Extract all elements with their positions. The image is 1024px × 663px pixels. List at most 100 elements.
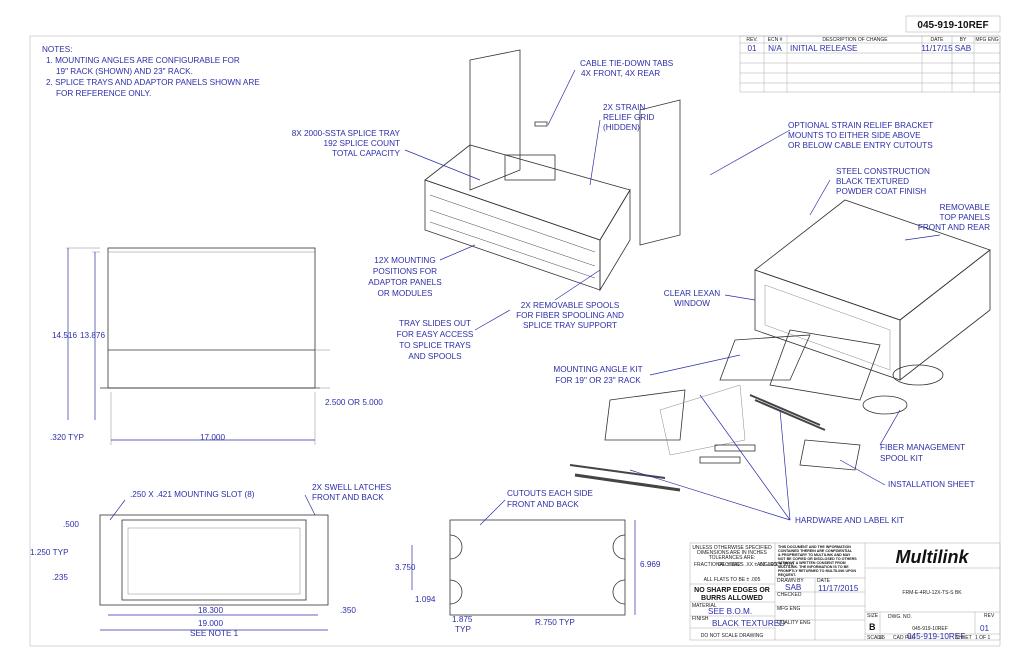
svg-text:REQUEST.: REQUEST. [778, 573, 796, 577]
svg-text:DATE: DATE [931, 37, 945, 43]
svg-text:ADAPTOR PANELS: ADAPTOR PANELS [368, 278, 442, 287]
svg-text:1. MOUNTING ANGLES ARE CONFIGU: 1. MOUNTING ANGLES ARE CONFIGURABLE FOR [46, 56, 240, 65]
callout-spools: 2X REMOVABLE SPOOLS [521, 301, 620, 310]
svg-text:NOT BE COPIED OR DISCLOSED TO: NOT BE COPIED OR DISCLOSED TO OTHERS [778, 557, 857, 561]
callout-angle-kit: MOUNTING ANGLE KIT [553, 365, 642, 374]
svg-text:TO SPLICE TRAYS: TO SPLICE TRAYS [399, 341, 471, 350]
svg-text:UNLESS OTHERWISE SPECIFIED: UNLESS OTHERWISE SPECIFIED [692, 545, 772, 551]
svg-text:WITHOUT A WRITTEN CONSENT FROM: WITHOUT A WRITTEN CONSENT FROM [778, 561, 846, 565]
callout-optional-bracket: OPTIONAL STRAIN RELIEF BRACKET [788, 121, 933, 130]
svg-text:SPOOL KIT: SPOOL KIT [880, 454, 923, 463]
svg-text:POWDER COAT FINISH: POWDER COAT FINISH [836, 187, 926, 196]
svg-text:1.094: 1.094 [415, 595, 436, 604]
callout-cable-tie: CABLE TIE-DOWN TABS [580, 59, 674, 68]
side-view [411, 519, 636, 616]
svg-text:SEE B.O.M.: SEE B.O.M. [708, 607, 752, 616]
svg-text:MFG ENG: MFG ENG [777, 606, 800, 612]
svg-text:FRONT AND REAR: FRONT AND REAR [918, 223, 990, 232]
svg-text:TOP PANELS: TOP PANELS [939, 213, 990, 222]
svg-text:18.300: 18.300 [198, 606, 223, 615]
sheet-border [29, 35, 1001, 647]
callout-cutouts: CUTOUTS EACH SIDE [507, 489, 593, 498]
svg-text:FOR EASY ACCESS: FOR EASY ACCESS [397, 330, 474, 339]
svg-text:ALL FLATS TO BE ± .005: ALL FLATS TO BE ± .005 [704, 577, 761, 583]
svg-text:1:5: 1:5 [878, 635, 885, 641]
header-drawing-number: 045-919-10REF [917, 20, 988, 31]
callout-hardware: HARDWARE AND LABEL KIT [795, 516, 904, 525]
svg-text:BY: BY [960, 37, 967, 43]
svg-text:.500: .500 [63, 520, 79, 529]
svg-text:045-919-10REF: 045-919-10REF [907, 632, 965, 641]
svg-text:SEE NOTE 1: SEE NOTE 1 [190, 629, 239, 638]
svg-text:TOTAL CAPACITY: TOTAL CAPACITY [332, 149, 400, 158]
svg-text:CHECKED: CHECKED [777, 592, 802, 598]
svg-text:11/17/15: 11/17/15 [921, 44, 953, 53]
callout-steel: STEEL CONSTRUCTION [836, 167, 930, 176]
svg-text:FOR 19" OR 23" RACK: FOR 19" OR 23" RACK [555, 376, 641, 385]
svg-text:R.750 TYP: R.750 TYP [535, 618, 575, 627]
svg-text:INITIAL RELEASE: INITIAL RELEASE [790, 44, 858, 53]
svg-text:TYP: TYP [455, 625, 471, 634]
callout-splice-tray: 8X 2000-SSTA SPLICE TRAY [292, 129, 401, 138]
svg-text:01: 01 [747, 44, 757, 53]
callout-strain-grid: 2X STRAIN [603, 103, 645, 112]
svg-text:DESCRIPTION OF CHANGE: DESCRIPTION OF CHANGE [822, 37, 888, 43]
svg-text:B: B [869, 622, 876, 632]
callout-latches: 2X SWELL LATCHES [312, 483, 392, 492]
svg-text:THIS DOCUMENT AND THE INFORMAT: THIS DOCUMENT AND THE INFORMATION [778, 545, 851, 549]
svg-text:TOLERANCES ARE:: TOLERANCES ARE: [709, 555, 756, 561]
svg-text:192 SPLICE COUNT: 192 SPLICE COUNT [324, 139, 400, 148]
svg-text:NOTES:: NOTES: [42, 45, 72, 54]
svg-text:SCALE: SCALE [867, 635, 884, 641]
svg-text:PROMPTLY RETURNED TO MULTILINK: PROMPTLY RETURNED TO MULTILINK UPON [778, 569, 856, 573]
callout-spool-kit: FIBER MANAGEMENT [880, 443, 965, 452]
svg-text:REV: REV [984, 613, 995, 619]
svg-text:DRAWN BY: DRAWN BY [777, 578, 804, 584]
svg-text:.320 TYP: .320 TYP [50, 433, 85, 442]
svg-text:11/17/2015: 11/17/2015 [818, 584, 859, 593]
part-number: FRM-E-4RU-12X-TS-S BK [902, 590, 962, 596]
svg-text:MATERIAL: MATERIAL [692, 603, 717, 609]
callout-slot: .250 X .421 MOUNTING SLOT (8) [130, 490, 255, 499]
svg-text:FRACTIONAL ± 1/32: FRACTIONAL ± 1/32 [694, 562, 741, 568]
leader-lines [109, 69, 941, 526]
svg-text:FOR FIBER SPOOLING AND: FOR FIBER SPOOLING AND [516, 311, 624, 320]
svg-text:WINDOW: WINDOW [674, 299, 710, 308]
svg-text:REV.: REV. [746, 37, 757, 43]
notes: NOTES: 1. MOUNTING ANGLES ARE CONFIGURAB… [42, 45, 260, 98]
svg-text:2.500 OR 5.000: 2.500 OR 5.000 [325, 398, 383, 407]
svg-text:FINISH: FINISH [692, 616, 709, 622]
revision-table: REV. ECN # DESCRIPTION OF CHANGE DATE BY… [739, 35, 1001, 93]
svg-text:SIZE: SIZE [867, 613, 879, 619]
svg-text:17.000: 17.000 [200, 433, 225, 442]
svg-text:14.516: 14.516 [52, 331, 77, 340]
svg-text:DIMENSIONS ARE IN INCHES: DIMENSIONS ARE IN INCHES [697, 550, 767, 556]
svg-text:01: 01 [980, 624, 990, 633]
enclosure-isometric-view [424, 49, 681, 292]
svg-text:BURRS ALLOWED: BURRS ALLOWED [701, 595, 763, 602]
svg-text:SAB: SAB [785, 583, 802, 592]
header-box [905, 15, 1001, 33]
drawing-number: 045-919-10REF [912, 626, 948, 632]
svg-text:CONTAINED THEREIN ARE CONFIDEN: CONTAINED THEREIN ARE CONFIDENTIAL [778, 549, 853, 553]
svg-text:FRONT AND BACK: FRONT AND BACK [312, 493, 384, 502]
svg-text:N/A: N/A [768, 44, 782, 53]
svg-text:QUALITY ENG: QUALITY ENG [777, 620, 811, 626]
svg-text:SPLICE TRAY SUPPORT: SPLICE TRAY SUPPORT [523, 321, 617, 330]
svg-text:OR MODULES: OR MODULES [377, 289, 433, 298]
svg-text:.235: .235 [52, 573, 68, 582]
svg-text:1.250 TYP: 1.250 TYP [30, 548, 69, 557]
svg-text:1.875: 1.875 [452, 615, 473, 624]
svg-text:NO SHARP EDGES OR: NO SHARP EDGES OR [694, 587, 770, 594]
svg-text:SAB: SAB [955, 44, 972, 53]
svg-text:FOR REFERENCE ONLY.: FOR REFERENCE ONLY. [56, 89, 151, 98]
svg-text:19" RACK (SHOWN) AND 23" RACK.: 19" RACK (SHOWN) AND 23" RACK. [56, 67, 193, 76]
svg-text:AND SPOOLS: AND SPOOLS [408, 352, 462, 361]
svg-text:1 OF 1: 1 OF 1 [975, 635, 991, 641]
svg-text:ANGLES ± 1°: ANGLES ± 1° [757, 562, 788, 568]
callout-tray-slides: TRAY SLIDES OUT [399, 319, 471, 328]
svg-text:DATE: DATE [817, 578, 831, 584]
dimensions: 14.516 13.876 2.500 OR 5.000 .320 TYP 17… [30, 331, 661, 638]
exploded-parts [569, 329, 944, 492]
